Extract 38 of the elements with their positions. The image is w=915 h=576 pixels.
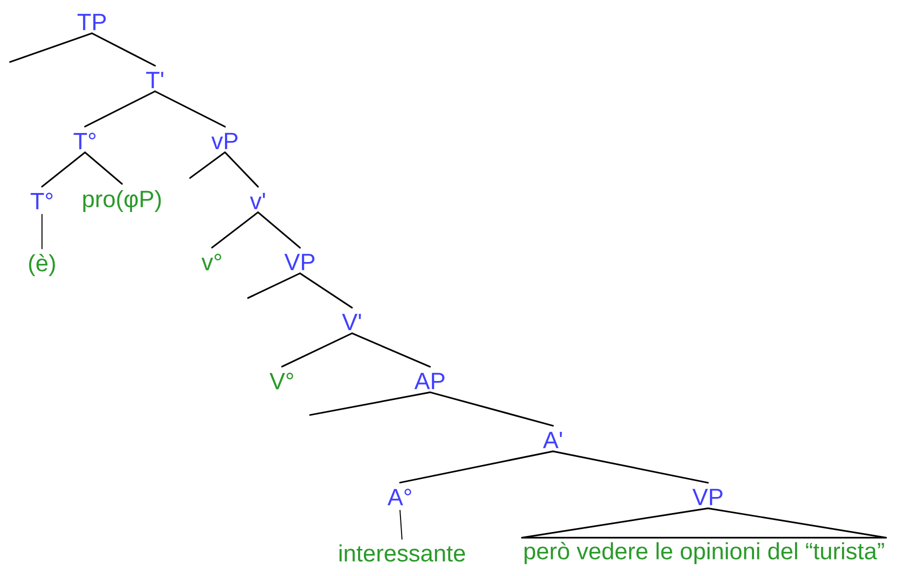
category-label: VP bbox=[692, 488, 722, 506]
category-label: VP bbox=[284, 254, 314, 270]
category-label: T° bbox=[74, 132, 96, 150]
category-label: TP bbox=[78, 14, 106, 30]
tree-branch bbox=[84, 90, 156, 128]
category-label: T' bbox=[146, 72, 164, 88]
category-label: V' bbox=[342, 314, 361, 330]
tree-branch bbox=[400, 510, 402, 540]
tree-branch bbox=[257, 211, 301, 249]
tree-branch bbox=[224, 151, 259, 188]
tree-branch bbox=[552, 450, 709, 484]
tree-branch bbox=[281, 332, 353, 368]
category-label: v' bbox=[250, 192, 265, 210]
tree-branch bbox=[429, 392, 554, 427]
tree-branch bbox=[9, 32, 93, 63]
word-label: (è) bbox=[29, 254, 55, 276]
tree-branch bbox=[299, 272, 353, 309]
tree-branch bbox=[91, 32, 156, 67]
category-label: T° bbox=[30, 192, 52, 210]
tree-branch bbox=[189, 151, 226, 179]
tree-branch bbox=[351, 332, 431, 368]
tree-branch bbox=[399, 450, 554, 484]
tree-branch bbox=[211, 211, 259, 248]
category-label: AP bbox=[414, 372, 444, 390]
word-label: pro(φP) bbox=[83, 190, 161, 212]
tree-branch bbox=[309, 392, 431, 416]
category-label: A' bbox=[542, 432, 562, 448]
tree-branch bbox=[247, 272, 301, 299]
triangle-roof bbox=[521, 508, 887, 539]
word-label: V° bbox=[270, 372, 294, 390]
word-label: v° bbox=[202, 254, 222, 270]
tree-branch bbox=[41, 152, 86, 188]
category-label: vP bbox=[211, 132, 238, 150]
word-label: però vedere le opinioni del “turista” bbox=[524, 542, 884, 564]
category-label: A° bbox=[388, 488, 412, 506]
word-label: interessante bbox=[340, 544, 465, 562]
tree-branch bbox=[154, 90, 226, 128]
tree-branch bbox=[84, 152, 123, 185]
